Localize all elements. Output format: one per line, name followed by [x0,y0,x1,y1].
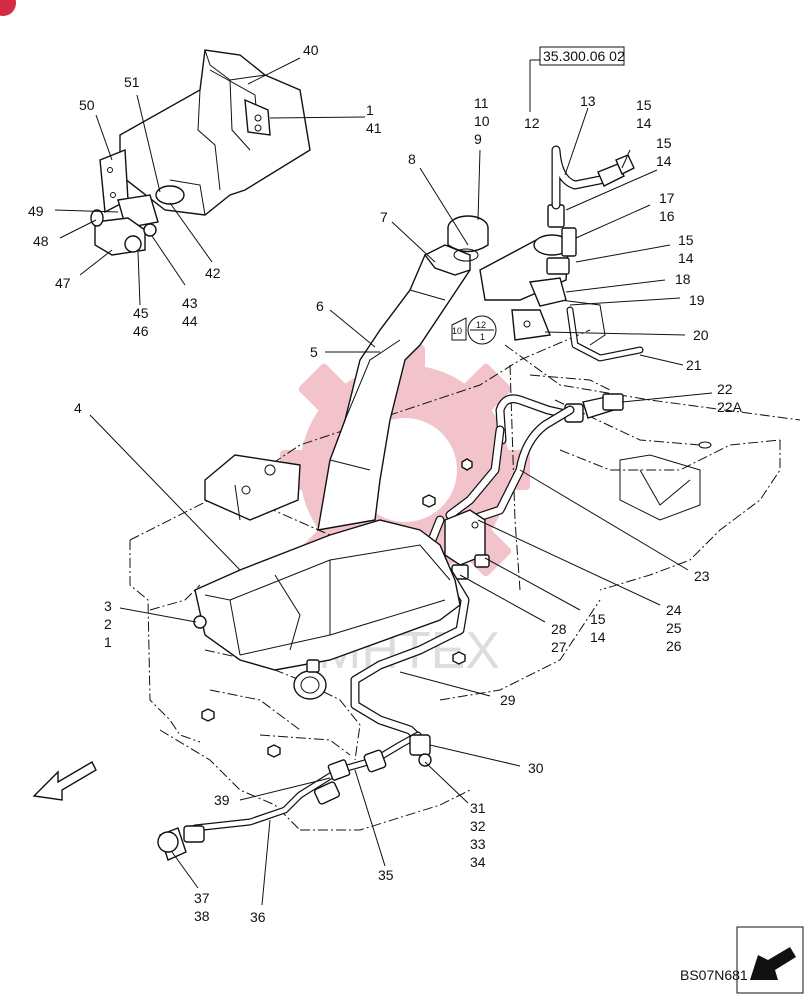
callout-6: 6 [316,298,324,314]
callout-51: 51 [124,74,140,90]
sheet-symbol-bottom: 1 [480,332,485,342]
frame-plate-right [559,299,712,521]
callout-24: 24 [666,602,682,618]
callout-15c: 15 [678,232,694,248]
reference-code: 35.300.06 02 [543,48,625,64]
callout-25: 25 [666,620,682,636]
hose-13 [551,145,635,210]
callout-11: 11 [474,95,489,111]
callout-15d: 15 [590,611,606,627]
callout-10: 10 [474,113,490,129]
hose-23 [445,405,575,525]
callout-38: 38 [194,908,210,924]
callout-29: 29 [500,692,516,708]
callout-47: 47 [55,275,71,291]
sheet-symbol-top: 12 [476,320,486,330]
callout-14c: 14 [678,250,694,266]
callout-40: 40 [303,42,319,58]
callout-9: 9 [474,131,482,147]
callout-15b: 15 [656,135,672,151]
callout-1b: 1 [104,634,112,650]
callout-49: 49 [28,203,44,219]
callout-28: 28 [551,621,567,637]
callout-14b: 14 [656,153,672,169]
drawing-id: BS07N681 [680,967,748,983]
callout-36: 36 [250,909,266,925]
callout-45: 45 [133,305,149,321]
callout-21: 21 [686,357,702,373]
callout-8: 8 [408,151,416,167]
callout-33: 33 [470,836,486,852]
callout-14a: 14 [636,115,652,131]
callout-20: 20 [693,327,709,343]
callout-27: 27 [551,639,567,655]
callout-39: 39 [214,792,230,808]
callout-12: 12 [524,115,540,131]
hose-22 [495,393,624,445]
callout-50: 50 [79,97,95,113]
corner-badge [0,0,16,16]
direction-arrow [32,761,97,801]
cover-clamp [244,98,271,136]
callout-31: 31 [470,800,486,816]
callout-44: 44 [182,313,198,329]
callout-19: 19 [689,292,705,308]
suction-line [157,731,432,861]
callout-3: 3 [104,598,112,614]
sheet-reference-symbol: 10 12 1 [451,315,497,345]
callout-15a: 15 [636,97,652,113]
hose-21 [566,306,644,362]
callout-7: 7 [380,209,388,225]
reference-code-box: 35.300.06 02 [529,46,625,112]
filler-tube [317,204,577,531]
callout-23: 23 [694,568,710,584]
callout-4: 4 [74,400,82,416]
callout-26: 26 [666,638,682,654]
callout-34: 34 [470,854,486,870]
callout-46: 46 [133,323,149,339]
callout-37: 37 [194,890,210,906]
callout-41: 41 [366,120,382,136]
callout-2: 2 [104,616,112,632]
brand-logo-box [736,926,804,994]
callout-16: 16 [659,208,675,224]
callout-48: 48 [33,233,49,249]
callout-43: 43 [182,295,198,311]
callout-30: 30 [528,760,544,776]
callout-5: 5 [310,344,318,360]
leader-lines [54,57,713,906]
callout-22: 22 [717,381,733,397]
callout-32: 32 [470,818,486,834]
callout-17: 17 [659,190,675,206]
callout-35: 35 [378,867,394,883]
callout-18: 18 [675,271,691,287]
callout-13: 13 [580,93,596,109]
callout-14d: 14 [590,629,606,645]
mounting-bracket-left [204,454,301,521]
callout-22A: 22A [717,399,743,415]
frame-nuts [201,458,473,758]
callout-labels: 40 51 50 1 41 49 48 47 42 45 46 43 44 11… [28,42,743,925]
reservoir-cover-assembly [90,49,311,256]
callout-42: 42 [205,265,221,281]
callout-1: 1 [366,102,374,118]
sheet-symbol-side: 10 [452,326,462,336]
manifold-block [444,509,490,580]
hydraulic-tank [193,519,461,700]
